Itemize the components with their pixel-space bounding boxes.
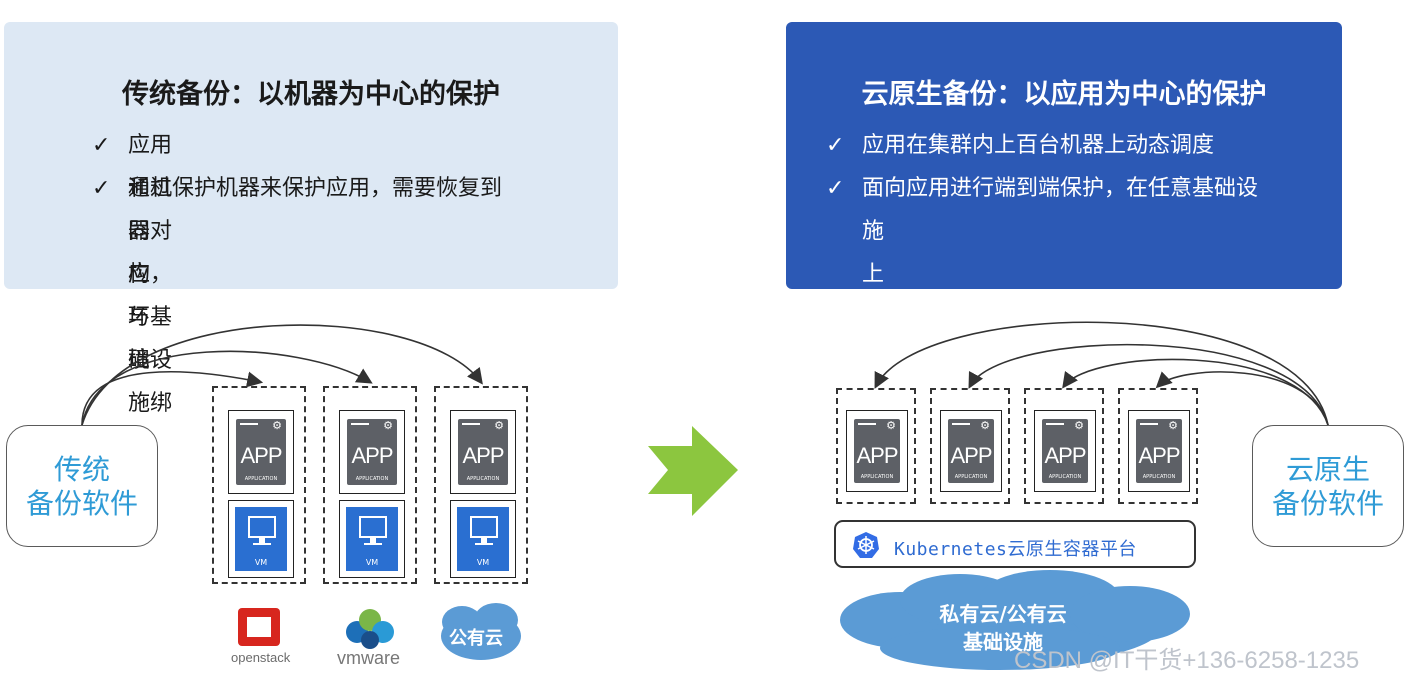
traditional-backup-software-box: 传统 备份软件	[6, 425, 158, 547]
app-sub-label: APPLICATION	[355, 476, 389, 482]
k8s-app-2: ⚙ APP APPLICATION	[930, 388, 1010, 504]
app-icon: ⚙ APP APPLICATION	[948, 419, 994, 483]
app-label: APP	[1138, 443, 1180, 468]
cloud-native-backup-panel: 云原生备份：以应用为中心的保护 ✓ 应用在集群内上百台机器上动态调度 ✓ 面向应…	[786, 22, 1342, 373]
app-icon: ⚙ APP APPLICATION	[1136, 419, 1182, 483]
app-card: ⚙ APP APPLICATION	[228, 410, 294, 494]
cloud-infra-line2: 基础设施	[963, 630, 1043, 654]
software-label-line1: 云原生	[1285, 453, 1370, 486]
panel-title: 云原生备份：以应用为中心的保护	[861, 79, 1267, 110]
arc-to-app-1	[874, 321, 1329, 426]
cloud-infra-shape	[840, 570, 1190, 670]
arc-to-app-4	[1155, 371, 1329, 426]
app-icon: ⚙ APP APPLICATION	[1042, 419, 1088, 483]
vm-stack-public-cloud: ⚙ APP APPLICATION VM	[434, 386, 528, 584]
app-label: APP	[1044, 443, 1086, 468]
app-card: ⚙ APP APPLICATION	[450, 410, 516, 494]
vmware-logo-text: vmware	[337, 648, 401, 668]
openstack-logo-text: openstack	[231, 650, 291, 665]
bullet-text: 通过保护机器来保护应用，需要恢复到	[128, 176, 503, 201]
k8s-app-4: ⚙ APP APPLICATION	[1118, 388, 1198, 504]
app-label: APP	[950, 443, 992, 468]
openstack-logo-icon	[238, 608, 280, 646]
vm-monitor-icon: VM	[457, 507, 509, 571]
arc-to-openstack	[81, 371, 264, 426]
vm-label: VM	[476, 558, 490, 567]
vm-label: VM	[254, 558, 268, 567]
check-icon: ✓	[92, 176, 111, 201]
transition-arrow-icon	[648, 426, 738, 516]
kubernetes-platform-label: Kubernetes云原生容器平台	[894, 539, 1137, 560]
app-card: ⚙ APP APPLICATION	[940, 410, 1002, 492]
app-sub-label: APPLICATION	[1048, 474, 1082, 480]
app-card: ⚙ APP APPLICATION	[1034, 410, 1096, 492]
vm-card: VM	[339, 500, 405, 578]
traditional-backup-panel: 传统备份：以机器为中心的保护 ✓ 应用和机器对应，与基础设施绑定 ✓ 通过保护机…	[4, 22, 618, 459]
app-sub-label: APPLICATION	[954, 474, 988, 480]
app-sub-label: APPLICATION	[1142, 474, 1176, 480]
arc-to-public-cloud	[81, 324, 483, 426]
software-label-line1: 传统	[53, 453, 110, 486]
kubernetes-helm-icon	[853, 532, 879, 558]
vm-label: VM	[365, 558, 379, 567]
app-icon: ⚙ APP APPLICATION	[347, 419, 397, 485]
vm-stack-vmware: ⚙ APP APPLICATION VM	[323, 386, 417, 584]
panel-title: 传统备份：以机器为中心的保护	[122, 79, 500, 110]
public-cloud-label: 公有云	[449, 628, 503, 649]
check-icon: ✓	[92, 133, 111, 158]
vm-monitor-icon: VM	[235, 507, 287, 571]
app-sub-label: APPLICATION	[244, 476, 278, 482]
check-icon: ✓	[826, 176, 845, 201]
check-icon: ✓	[826, 133, 845, 158]
app-label: APP	[351, 443, 393, 468]
software-label-line2: 备份软件	[1271, 487, 1384, 520]
vm-stack-openstack: ⚙ APP APPLICATION VM	[212, 386, 306, 584]
k8s-app-1: ⚙ APP APPLICATION	[836, 388, 916, 504]
bullet-text: 施上恢复	[862, 219, 885, 373]
arc-to-vmware	[81, 350, 373, 426]
app-icon: ⚙ APP APPLICATION	[854, 419, 900, 483]
arc-to-app-2	[968, 343, 1329, 426]
vmware-logo-icon	[346, 609, 394, 649]
cloud-native-backup-software-box: 云原生 备份软件	[1252, 425, 1404, 547]
app-label: APP	[462, 443, 504, 468]
app-label: APP	[856, 443, 898, 468]
app-card: ⚙ APP APPLICATION	[846, 410, 908, 492]
vm-card: VM	[228, 500, 294, 578]
app-icon: ⚙ APP APPLICATION	[236, 419, 286, 485]
app-label: APP	[240, 443, 282, 468]
cloud-infra-label: 私有云/公有云 基础设施	[900, 600, 1106, 656]
app-sub-label: APPLICATION	[860, 474, 894, 480]
k8s-app-3: ⚙ APP APPLICATION	[1024, 388, 1104, 504]
bullet-text: 面向应用进行端到端保护，在任意基础设	[862, 176, 1259, 201]
bullet-text: 应用在集群内上百台机器上动态调度	[862, 133, 1215, 158]
app-icon: ⚙ APP APPLICATION	[458, 419, 508, 485]
app-card: ⚙ APP APPLICATION	[1128, 410, 1190, 492]
vm-monitor-icon: VM	[346, 507, 398, 571]
watermark: CSDN @IT干货+136-6258-1235	[1014, 647, 1360, 674]
app-sub-label: APPLICATION	[466, 476, 500, 482]
cloud-infra-line1: 私有云/公有云	[939, 602, 1067, 626]
public-cloud-logo-shape	[441, 603, 521, 660]
software-label-line2: 备份软件	[25, 487, 138, 520]
kubernetes-platform-bar: Kubernetes云原生容器平台	[834, 520, 1196, 568]
app-card: ⚙ APP APPLICATION	[339, 410, 405, 494]
vm-card: VM	[450, 500, 516, 578]
